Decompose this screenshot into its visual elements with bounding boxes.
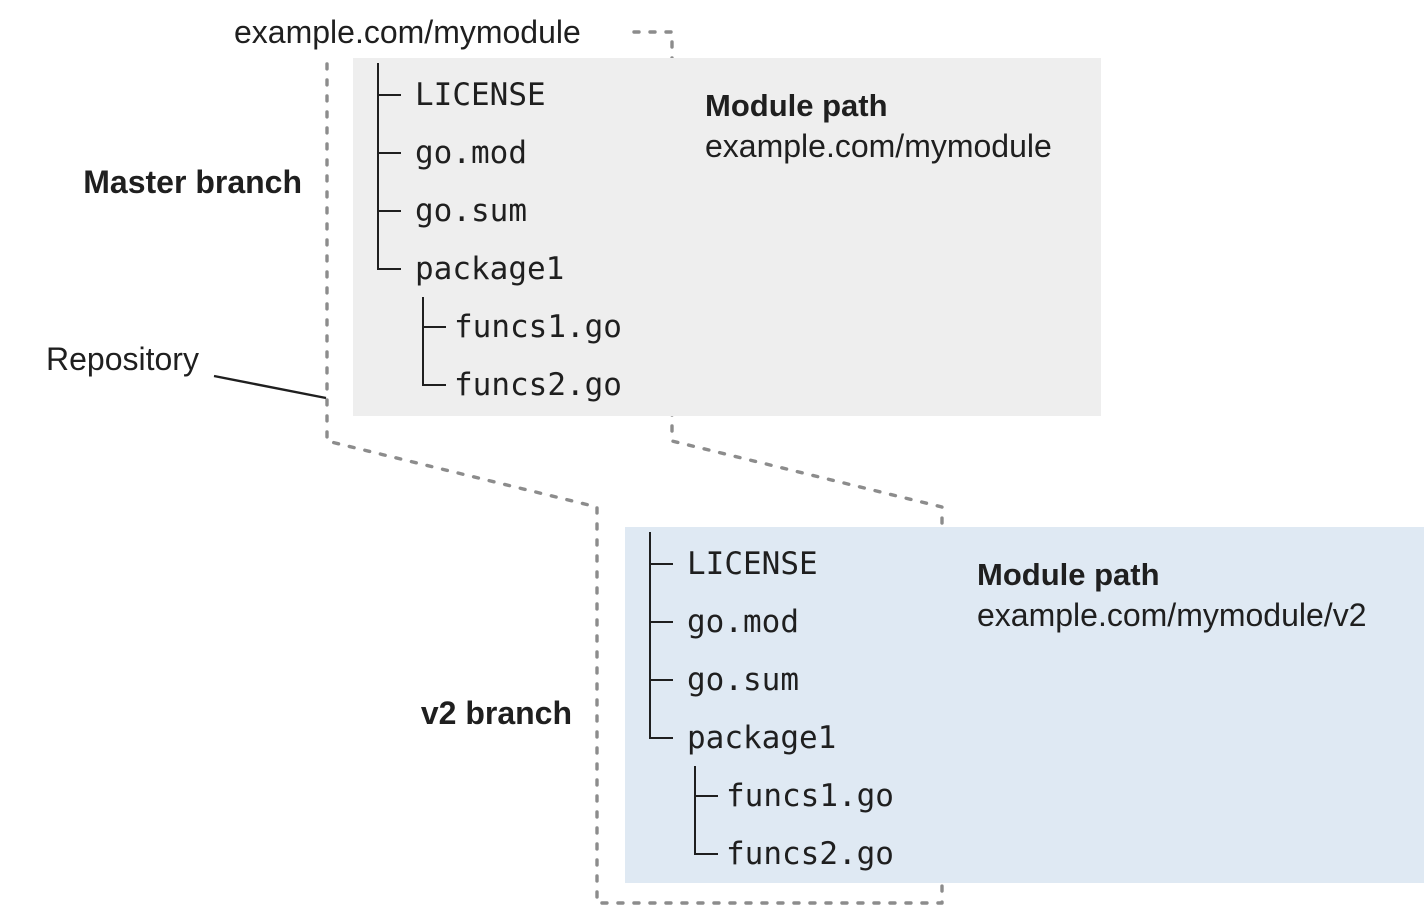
v2-module-path-block: Module path example.com/mymodule/v2 — [977, 555, 1366, 635]
master-branch-box: LICENSE go.mod go.sum package1 funcs1.go… — [353, 58, 1101, 416]
module-path-title: Module path — [705, 88, 888, 123]
master-file-tree-connectors — [377, 63, 446, 386]
module-path-value: example.com/mymodule — [705, 128, 1052, 164]
tree-connector-lines — [377, 63, 446, 386]
master-module-path-block: Module path example.com/mymodule — [705, 86, 1052, 166]
repository-pointer-line — [213, 374, 327, 400]
folder-package1: package1 — [415, 251, 565, 287]
module-path-value: example.com/mymodule/v2 — [977, 597, 1367, 633]
v2-branch-label: v2 branch — [420, 695, 572, 731]
file-funcs2-go: funcs2.go — [726, 836, 894, 872]
tree-connector-lines — [649, 532, 718, 855]
file-go-mod: go.mod — [687, 604, 799, 640]
file-go-sum: go.sum — [415, 193, 527, 229]
v2-branch-box: LICENSE go.mod go.sum package1 funcs1.go… — [625, 527, 1424, 883]
folder-package1: package1 — [687, 720, 837, 756]
repository-label: Repository — [46, 341, 199, 377]
file-license: LICENSE — [687, 546, 818, 582]
file-funcs1-go: funcs1.go — [454, 309, 622, 345]
file-funcs1-go: funcs1.go — [726, 778, 894, 814]
file-go-mod: go.mod — [415, 135, 527, 171]
repo-url-label: example.com/mymodule — [234, 14, 581, 50]
file-funcs2-go: funcs2.go — [454, 367, 622, 403]
master-branch-label: Master branch — [83, 164, 302, 200]
file-license: LICENSE — [415, 77, 546, 113]
file-go-sum: go.sum — [687, 662, 799, 698]
module-path-title: Module path — [977, 557, 1160, 592]
v2-file-tree-connectors — [649, 532, 718, 855]
